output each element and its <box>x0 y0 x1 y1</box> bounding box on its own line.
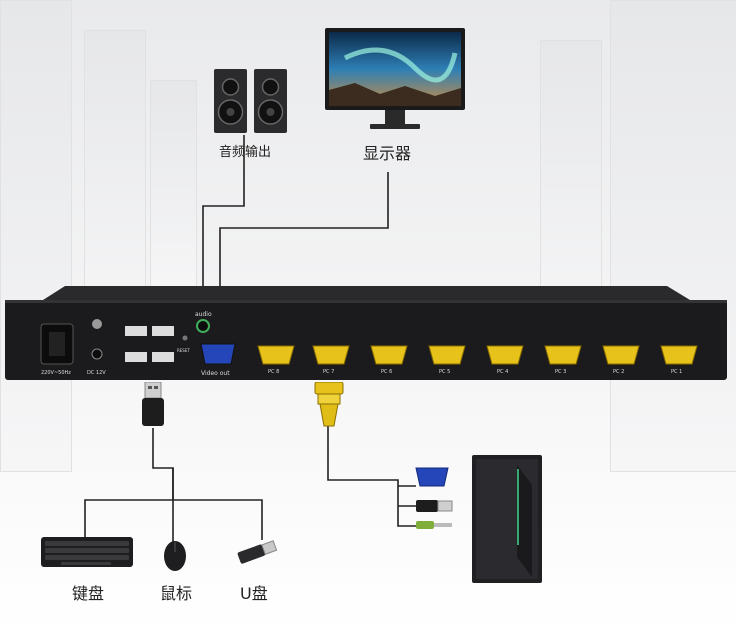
usb-connector-icon <box>142 382 164 426</box>
audio-out-label: 音频输出 <box>219 145 272 160</box>
mouse-icon <box>164 541 186 571</box>
dc-label: DC 12V <box>87 370 106 376</box>
audio-label: audio <box>195 311 212 318</box>
keyboard-icon <box>41 537 133 567</box>
power-label: 220V~50Hz <box>41 370 71 376</box>
port-label: PC 2 <box>613 369 624 375</box>
monitor-icon <box>325 28 465 129</box>
background-rack <box>84 30 146 332</box>
port-label: PC 5 <box>439 369 450 375</box>
port-label: PC 8 <box>268 369 279 375</box>
pc-tower-icon <box>472 455 542 583</box>
background-rack <box>0 0 72 472</box>
port-label: PC 6 <box>381 369 392 375</box>
video-out-label: Video out <box>201 370 230 377</box>
port-label: PC 7 <box>323 369 334 375</box>
kvm-rear-panel: 220V~50Hz DC 12V RESET audio Video out P… <box>5 286 727 380</box>
reset-label: RESET <box>177 348 190 353</box>
vga-connector-icon <box>415 467 449 487</box>
background-rack <box>610 0 736 472</box>
keyboard-label: 键盘 <box>72 584 105 603</box>
usb-drive-label: U盘 <box>240 584 268 603</box>
mouse-label: 鼠标 <box>160 584 193 603</box>
vga-connector-icon <box>314 382 344 427</box>
port-label: PC 1 <box>671 369 682 375</box>
monitor-label: 显示器 <box>363 144 412 163</box>
usb-connector-icon <box>416 500 453 512</box>
background-rack <box>540 40 602 332</box>
port-label: PC 4 <box>497 369 508 375</box>
usb-drive-icon <box>237 540 278 564</box>
port-label: PC 3 <box>555 369 566 375</box>
audio-jack-icon <box>416 521 452 529</box>
speaker-icon <box>214 69 287 133</box>
